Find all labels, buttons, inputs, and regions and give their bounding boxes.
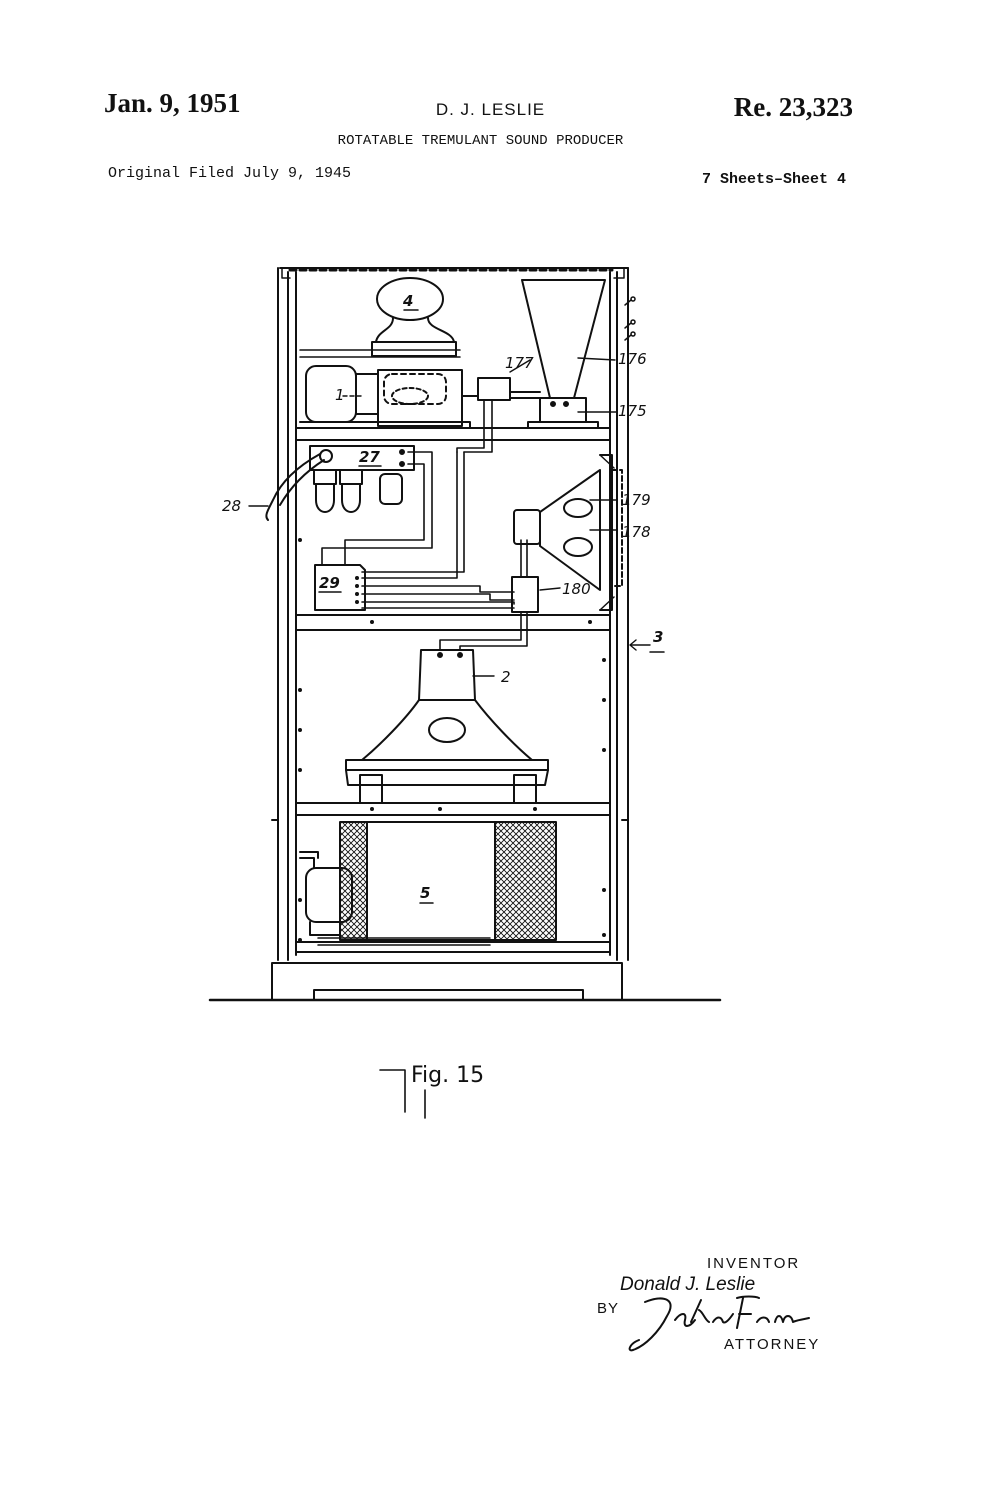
ref-180: 180 <box>562 580 591 598</box>
ref-2: 2 <box>501 668 511 686</box>
upper-rotor <box>372 278 456 356</box>
junction-box-177 <box>462 378 540 400</box>
horn-176 <box>522 280 605 428</box>
lower-rotor-drum <box>318 822 556 945</box>
ref-3: 3 <box>653 628 663 646</box>
attorney-label: ATTORNEY <box>724 1336 820 1353</box>
ref-178: 178 <box>622 523 651 541</box>
ref-27: 27 <box>359 448 380 466</box>
wiring <box>322 400 527 650</box>
ref-177: 177 <box>505 354 534 372</box>
motor-1 <box>300 350 470 428</box>
cabinet <box>210 268 720 1000</box>
by-label: BY <box>597 1300 619 1317</box>
ref-176: 176 <box>618 350 647 368</box>
ref-29: 29 <box>319 574 340 592</box>
figure-label: Fig. 15 <box>411 1063 484 1088</box>
ref-28: 28 <box>222 497 241 515</box>
ref-1: 1 <box>335 386 345 404</box>
ref-5: 5 <box>420 884 430 902</box>
driver-2 <box>346 650 548 803</box>
side-hardware <box>625 297 635 340</box>
inventor-label: INVENTOR <box>707 1255 800 1272</box>
ref-4: 4 <box>402 292 413 310</box>
ref-179: 179 <box>622 491 651 509</box>
reference-leaders <box>249 358 650 676</box>
ref-175: 175 <box>618 402 647 420</box>
